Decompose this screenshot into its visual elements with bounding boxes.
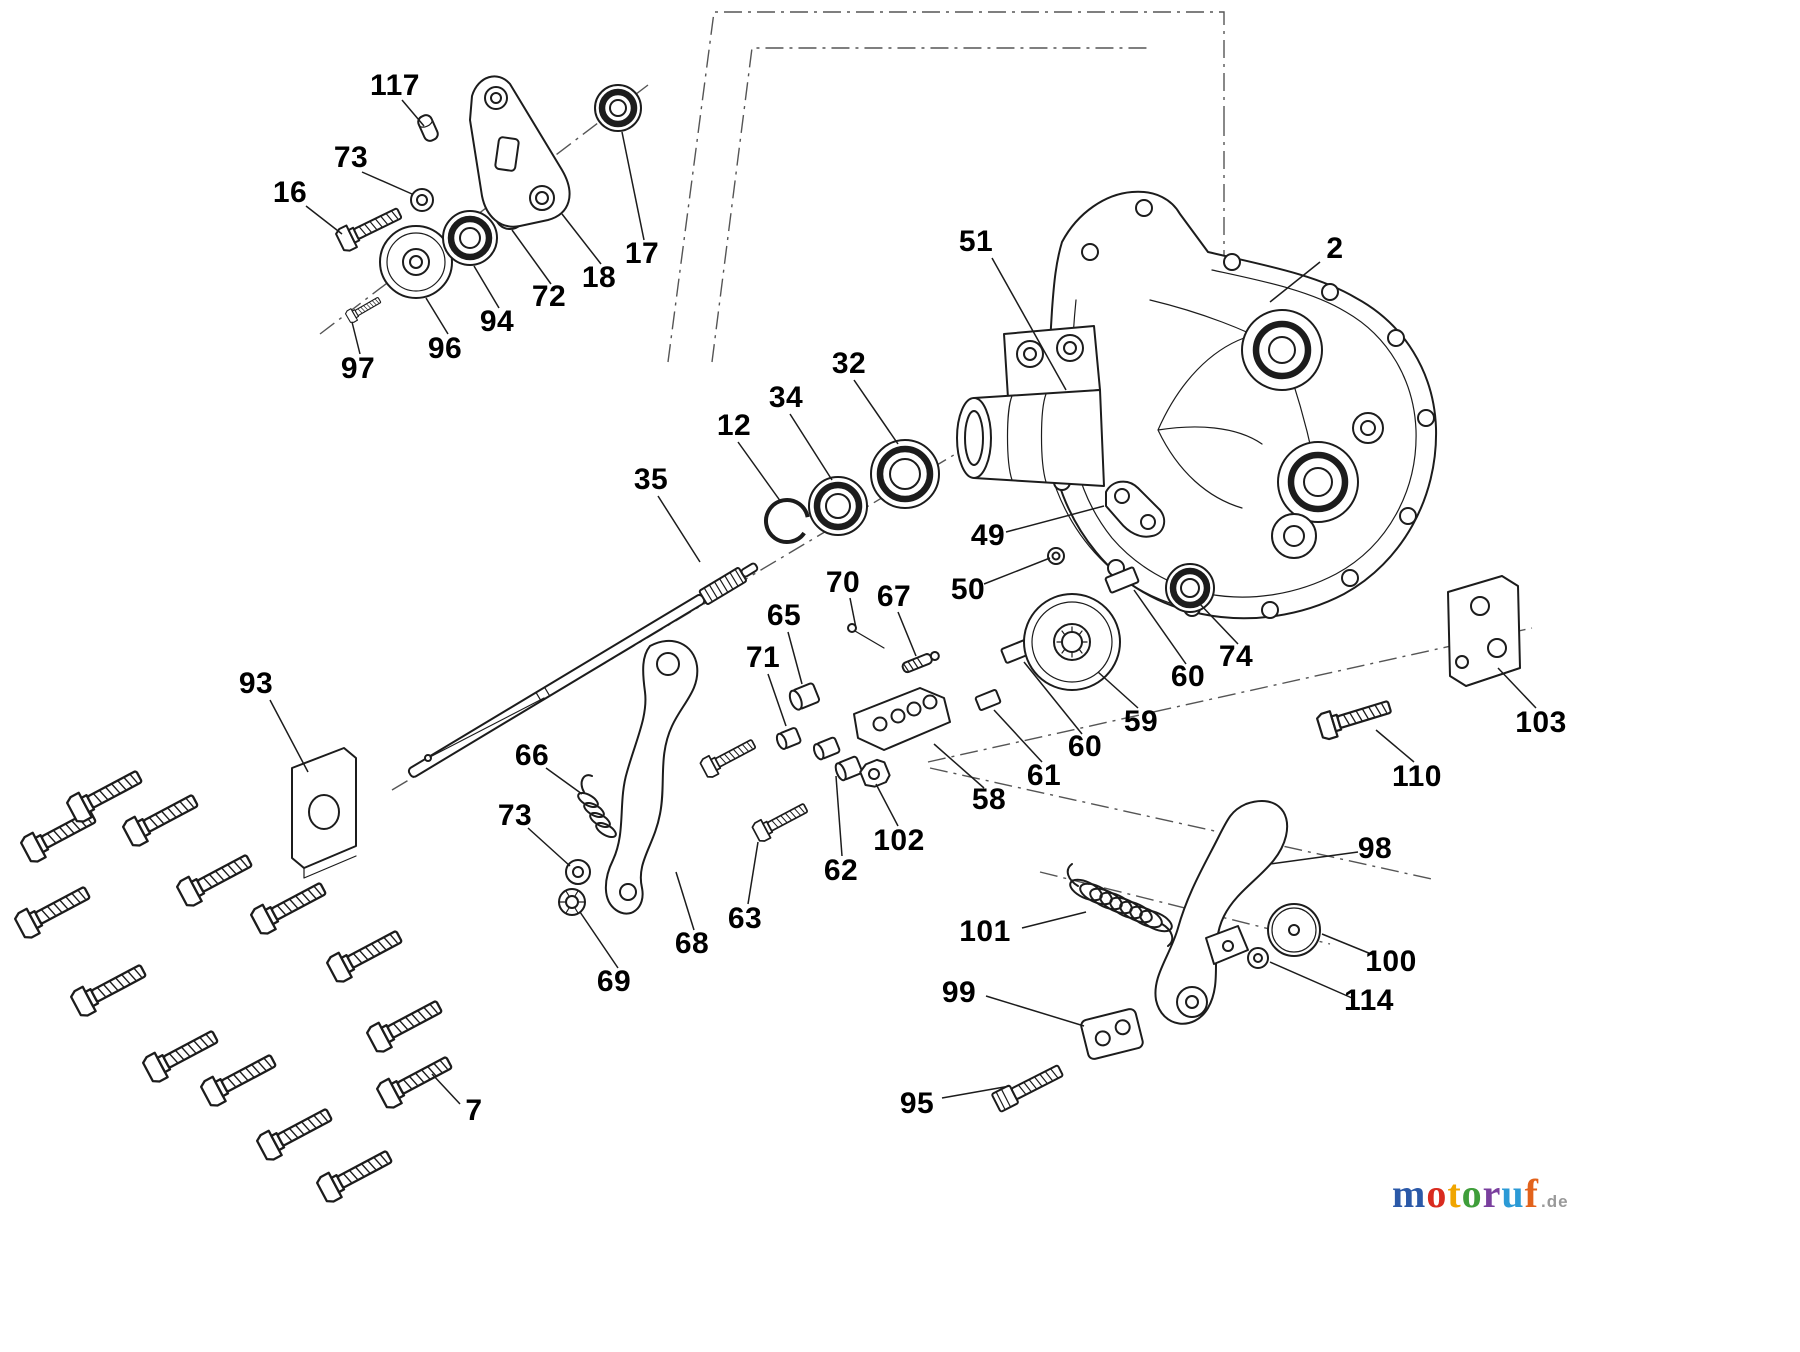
key-61: [974, 688, 1002, 712]
washer-100: [1267, 903, 1321, 957]
screw-97: [344, 293, 384, 325]
bracket-99: [1080, 1008, 1144, 1060]
washer-73b: [565, 859, 591, 885]
spring-101: [1066, 863, 1174, 947]
spacer-62a: [812, 736, 841, 761]
spacer-71: [775, 727, 802, 750]
pin-117: [417, 114, 439, 142]
flange-bolt-63b: [750, 797, 812, 844]
socket-bolt-95: [991, 1064, 1064, 1113]
logo-letter: o: [1426, 1171, 1448, 1216]
bearing-34: [808, 476, 868, 536]
motoruf-logo: motoruf.de: [1392, 1170, 1569, 1217]
logo-letter: t: [1447, 1171, 1462, 1216]
transaxle-housing: [1047, 190, 1438, 620]
bearing-32: [870, 439, 940, 509]
idler-pulley-96: [379, 225, 453, 299]
spacer-62b: [834, 755, 863, 782]
axle-shaft: [407, 562, 759, 778]
bracket-103: [1447, 575, 1521, 687]
bearing-94: [442, 210, 498, 266]
pin-67: [901, 651, 940, 674]
washer-114: [1247, 947, 1269, 969]
mount-plate-93: [291, 747, 357, 879]
bolt-group-7: [12, 763, 457, 1206]
flange-bolt-63a: [698, 733, 760, 780]
washer-50: [1047, 547, 1065, 565]
axle-tube: [956, 325, 1105, 487]
logo-letter: m: [1392, 1171, 1427, 1216]
brake-arm-98: [1154, 800, 1289, 1025]
brake-pulley-59: [1023, 593, 1121, 691]
castle-nut-69: [558, 888, 586, 916]
bushing-17: [594, 84, 642, 132]
logo-letter: f: [1524, 1171, 1539, 1216]
shift-fork: [604, 639, 699, 915]
washer-73a: [410, 188, 434, 212]
idler-bracket-18: [469, 75, 571, 228]
nut-102: [859, 758, 891, 788]
bearing-74: [1165, 563, 1215, 613]
spacer-65: [788, 682, 821, 711]
pin-70: [847, 623, 885, 649]
snap-ring-12: [764, 498, 810, 544]
logo-letter: o: [1461, 1171, 1483, 1216]
key-60a: [1104, 566, 1140, 594]
lever-49: [1105, 480, 1166, 538]
bolt-110: [1315, 693, 1395, 742]
link-plate-58: [853, 687, 951, 751]
leader-lines: [269, 99, 1537, 1105]
logo-letter: u: [1501, 1171, 1525, 1216]
logo-letter: r: [1482, 1171, 1502, 1216]
spring-66: [577, 774, 617, 838]
logo-suffix: .de: [1541, 1192, 1569, 1211]
